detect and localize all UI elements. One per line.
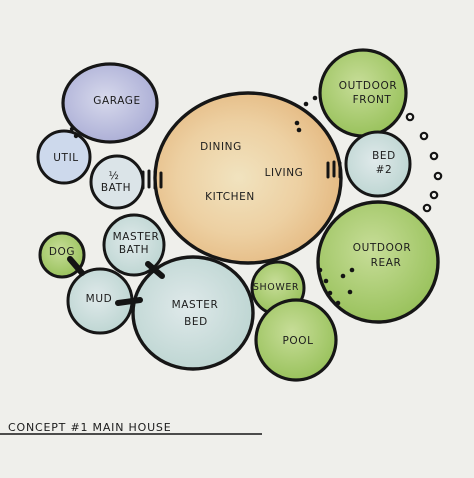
label-bed-2-2: #2 [376, 164, 393, 176]
label-half-bath: BATH [101, 182, 131, 194]
label-master-bath-2: BATH [119, 244, 149, 256]
connector-main-half-bath [141, 169, 163, 190]
label-outdoor-front-2: FRONT [353, 94, 392, 106]
label-util: UTIL [53, 152, 78, 164]
label-master-bed-1: MASTER [172, 299, 219, 311]
bubble-master-bath: MASTER BATH [102, 213, 166, 277]
label-mud: MUD [86, 293, 113, 305]
bubble-garage: GARAGE [61, 62, 159, 144]
label-outdoor-rear-2: REAR [371, 257, 402, 269]
bubble-master-bed: MASTER BED [131, 255, 255, 371]
label-outdoor-front-1: OUTDOOR [339, 80, 397, 92]
connectors [67, 95, 443, 306]
connector-dog-mud [67, 256, 85, 276]
label-pool: POOL [282, 335, 313, 347]
bubble-outdoor-front: OUTDOOR FRONT [318, 48, 408, 138]
bubble-mud: MUD [66, 267, 134, 335]
label-dining: DINING [200, 141, 242, 153]
connector-main-outdoor-front [294, 95, 318, 133]
caption: CONCEPT #1 MAIN HOUSE [0, 421, 262, 435]
connector-outdoor-arc [405, 112, 443, 213]
bubble-main-living: DINING LIVING KITCHEN [153, 91, 343, 265]
label-living: LIVING [265, 167, 304, 179]
label-shower: SHOWER [253, 282, 299, 293]
label-master-bath-1: MASTER [113, 231, 160, 243]
caption-title: CONCEPT #1 MAIN HOUSE [8, 421, 171, 434]
label-garage: GARAGE [93, 95, 141, 107]
label-kitchen: KITCHEN [205, 191, 255, 203]
label-dog: DOG [49, 246, 75, 258]
label-bed-2-1: BED [372, 150, 396, 162]
bubble-util: UTIL [36, 129, 92, 185]
connector-main-bed-2 [326, 160, 342, 179]
connector-mud-master-bed [115, 297, 143, 306]
bubble-bed-2: BED #2 [344, 130, 412, 198]
connector-garage-util [69, 126, 79, 139]
bubble-half-bath: ½ BATH [89, 154, 145, 210]
label-half-bath-fraction: ½ [109, 170, 120, 182]
label-master-bed-2: BED [184, 316, 208, 328]
connector-master-bath-bed [145, 261, 165, 279]
bubble-pool: POOL [254, 298, 338, 382]
connector-rear-pool [317, 267, 355, 306]
label-outdoor-rear-1: OUTDOOR [353, 242, 411, 254]
